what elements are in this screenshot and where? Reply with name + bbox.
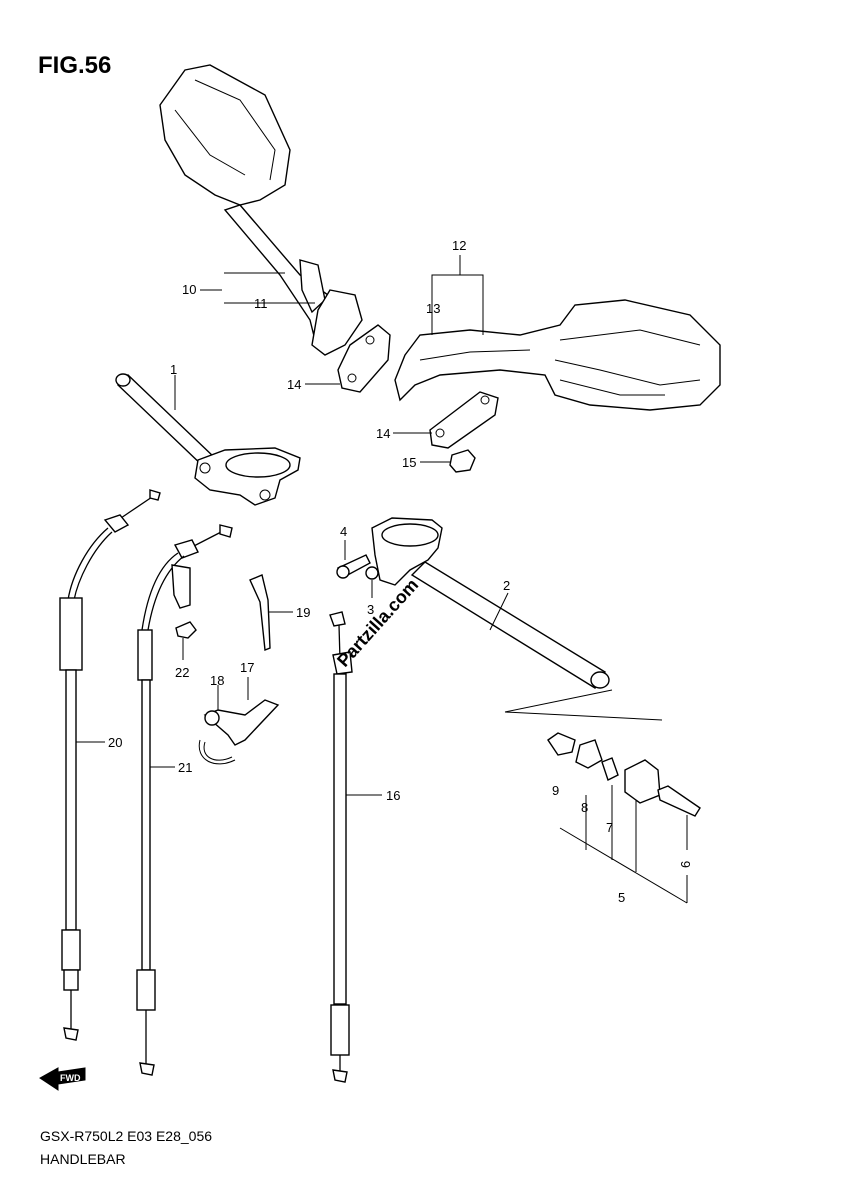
left-hand-guard[interactable] [159,64,363,356]
throttle-cable-21[interactable] [136,524,233,1076]
clamp-19[interactable] [249,574,271,651]
handlebar-left-1[interactable] [115,373,301,506]
clutch-cable-16[interactable] [329,611,353,1083]
leader-lines [76,255,688,904]
callout-labels: 1 2 3 4 5 6 7 8 9 10 11 12 13 14 14 15 1… [108,238,693,905]
callout-10: 10 [182,282,196,297]
bolt-4[interactable] [336,554,371,579]
callout-8: 8 [581,800,588,815]
callout-13: 13 [426,301,440,316]
callout-16: 16 [386,788,400,803]
spacer-3[interactable] [365,566,379,580]
clamp-14-lower[interactable] [429,391,499,449]
callout-6: 6 [678,861,693,868]
callout-9: 9 [552,783,559,798]
callout-2: 2 [503,578,510,593]
watermark-text: Partzilla.com [333,575,422,671]
callout-3: 3 [367,602,374,617]
nut-15[interactable] [449,449,476,473]
bolt-18[interactable] [204,710,220,726]
callout-1: 1 [170,362,177,377]
callout-5: 5 [618,890,625,905]
handlebar-right-2[interactable] [371,517,610,689]
balancer-assembly[interactable] [547,732,701,817]
callout-18: 18 [210,673,224,688]
callout-19: 19 [296,605,310,620]
throttle-cable-20[interactable] [59,489,161,1041]
model-code: GSX-R750L2 E03 E28_056 [40,1128,213,1144]
bracket-17[interactable] [198,699,280,765]
section-name: HANDLEBAR [40,1151,126,1167]
callout-4: 4 [340,524,347,539]
callout-20: 20 [108,735,122,750]
callout-11: 11 [254,296,268,311]
forward-label: FWD [60,1073,81,1083]
callout-14-upper: 14 [287,377,301,392]
callout-17: 17 [240,660,254,675]
callout-15: 15 [402,455,416,470]
callout-12: 12 [452,238,466,253]
callout-21: 21 [178,760,192,775]
figure-title: FIG.56 [38,52,112,79]
callout-14-lower: 14 [376,426,390,441]
clamp-14-upper[interactable] [337,324,391,393]
bolt-22[interactable] [175,621,197,639]
forward-arrow-icon: FWD [39,1067,86,1091]
callout-22: 22 [175,665,189,680]
right-hand-guard[interactable] [394,299,721,411]
callout-7: 7 [606,820,613,835]
